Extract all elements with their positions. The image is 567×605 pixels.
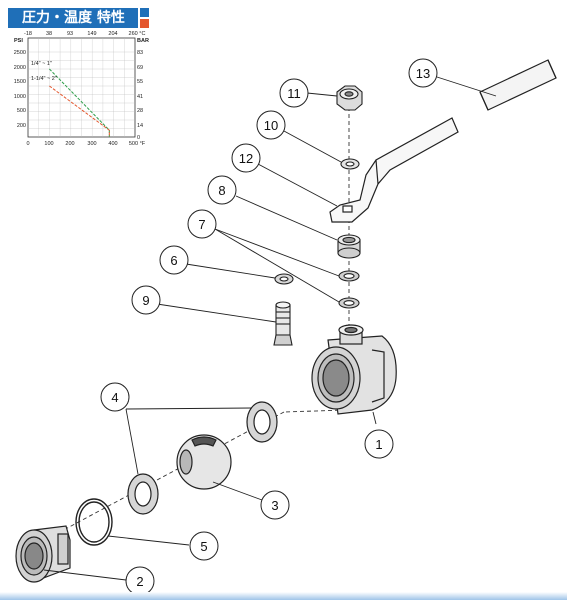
svg-text:3: 3 (271, 498, 278, 513)
svg-text:9: 9 (142, 293, 149, 308)
packing-ring-lower (338, 297, 360, 309)
pressure-temperature-chart: -18 38 93 149 204 260 °C 0 100 200 300 4… (14, 31, 149, 147)
handle-lever (329, 117, 459, 223)
x-bottom-tick: 100 (44, 141, 53, 147)
y-right-tick: 55 (137, 79, 143, 85)
y-right-tick: 83 (137, 50, 143, 56)
x-bottom-tick: 300 (87, 141, 96, 147)
x-bottom-tick: 0 (26, 141, 29, 147)
y-left-tick: 500 (17, 108, 26, 114)
end-cap (15, 525, 71, 583)
callout-8: 8 (207, 175, 237, 205)
callout-1: 1 (364, 429, 394, 459)
y-right-tick: 0 (137, 135, 140, 141)
y-left-tick: 2000 (14, 65, 26, 71)
y-right-tick: 41 (137, 94, 143, 100)
callout-3: 3 (260, 490, 290, 520)
callout-13: 13 (408, 58, 438, 88)
svg-text:2: 2 (136, 574, 143, 589)
callout-4: 4 (100, 382, 130, 412)
x-top-tick: 204 (108, 31, 117, 37)
callout-10: 10 (256, 110, 286, 140)
svg-text:13: 13 (416, 66, 430, 81)
svg-text:5: 5 (200, 539, 207, 554)
y-right-tick: 28 (137, 108, 143, 114)
o-ring (75, 498, 113, 546)
y-left-tick: 1500 (14, 79, 26, 85)
svg-text:6: 6 (170, 253, 177, 268)
y-left-tick: 200 (17, 123, 26, 129)
x-top-tick: 93 (67, 31, 73, 37)
y-right-unit: BAR (137, 38, 149, 44)
x-bottom-tick: 400 (108, 141, 117, 147)
svg-text:1: 1 (375, 437, 382, 452)
seat-ring-right (246, 401, 278, 443)
chart-title: 圧力・温度 特性 (8, 8, 138, 28)
series-label: 1/4" ~ 1" (31, 61, 52, 67)
y-left-tick: 2500 (14, 50, 26, 56)
callout-11: 11 (279, 78, 309, 108)
svg-text:12: 12 (239, 151, 253, 166)
stem (273, 301, 293, 346)
y-right-tick: 69 (137, 65, 143, 71)
washer (340, 158, 360, 170)
chart-grid (28, 38, 135, 137)
x-bottom-tick: 500 °F (129, 141, 146, 147)
x-top-tick: 38 (46, 31, 52, 37)
y-right-tick: 14 (137, 123, 143, 129)
y-left-unit: PSI (14, 38, 23, 44)
series-label: 1-1/4" ~ 2" (31, 76, 57, 82)
ball (176, 434, 232, 490)
callout-12: 12 (231, 143, 261, 173)
valve-body (311, 324, 397, 415)
svg-text:11: 11 (287, 86, 301, 101)
title-accent-square (140, 19, 149, 28)
svg-text:7: 7 (198, 217, 205, 232)
title-accent-square (140, 8, 149, 17)
x-top-tick: 149 (87, 31, 96, 37)
leader-lines (43, 76, 497, 581)
bottom-gradient-band (0, 592, 567, 600)
x-top-tick: -18 (24, 31, 32, 37)
seat-ring-left (127, 473, 159, 515)
x-bottom-tick: 200 (65, 141, 74, 147)
callout-6: 6 (159, 245, 189, 275)
callout-9: 9 (131, 285, 161, 315)
packing-ring-upper (338, 270, 360, 282)
callout-7: 7 (187, 209, 217, 239)
callout-2: 2 (125, 566, 155, 596)
chart-series (49, 68, 110, 137)
gland-nut (337, 234, 361, 259)
y-left-tick: 1000 (14, 94, 26, 100)
callout-5: 5 (189, 531, 219, 561)
svg-text:4: 4 (111, 390, 118, 405)
x-top-tick: 260 °C (129, 31, 146, 37)
series-line-1 (49, 85, 110, 137)
svg-text:8: 8 (218, 183, 225, 198)
svg-text:10: 10 (264, 118, 278, 133)
hex-nut (336, 85, 363, 111)
handle-grip (479, 59, 557, 111)
stem-washer (274, 273, 294, 285)
